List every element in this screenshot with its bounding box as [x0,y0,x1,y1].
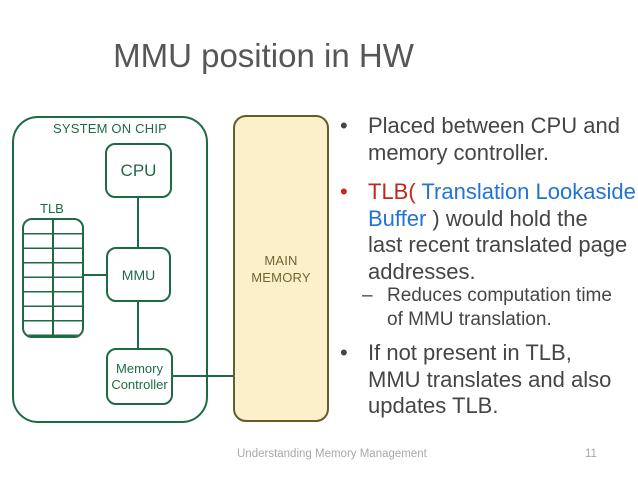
subbullet-reduces-computation: – Reduces computation time of MMU transl… [362,284,638,332]
bullet-text-line: Buffer ) would hold the [368,206,588,231]
buffer-blue-text: Buffer [368,205,433,231]
bullet-text-line: If not present in TLB, [368,340,572,365]
subbullet-text-line: of MMU translation. [387,309,552,330]
bullet-text-line: addresses. [368,258,476,284]
bullet-text-line: updates TLB. [368,393,499,418]
main-memory-box: MAIN MEMORY [233,115,329,422]
tlb-table-grid [22,218,84,338]
bullet-text-line: MMU translates and also [368,366,612,392]
soc-label: SYSTEM ON CHIP [52,121,168,136]
tlb-label: TLB [40,201,64,216]
translation-lookaside-blue-text: Translation Lookaside [415,179,636,204]
mmu-label: MMU [121,266,156,283]
main-memory-label: MAIN MEMORY [251,252,311,285]
page-number: 11 [585,448,597,460]
bullet-marker-red: • [340,179,348,204]
bullet-tlb: • TLB( Translation Lookaside Buffer ) wo… [340,179,638,285]
bullet-marker: • [340,340,348,365]
mmu-box: MMU [106,247,171,302]
memory-controller-label: Memory Controller [111,360,168,392]
soc-container-box: SYSTEM ON CHIP [12,116,208,423]
dash-marker: – [362,285,373,306]
memory-controller-box: Memory Controller [106,348,173,405]
bullet-text-line: last recent translated page [368,232,628,257]
bullet-marker: • [340,113,348,138]
tlb-red-text: TLB( [368,179,416,204]
bullet-text-line: TLB( Translation Lookaside [368,179,636,204]
footer-title: Understanding Memory Management [237,448,427,460]
memctrl-mainmemory-connector [173,375,234,377]
subbullet-text-line: Reduces computation time [387,285,612,306]
tlb-mmu-connector [84,274,107,276]
page-title: MMU position in HW [113,37,414,74]
cpu-box: CPU [105,143,172,198]
bullet-placed-between: • Placed between CPU and memory controll… [340,113,638,166]
bullet-text-line: Placed between CPU and [368,113,620,138]
would-hold-text: ) would hold the [432,205,588,231]
cpu-mmu-connector [137,198,139,248]
bullet-if-not-present: • If not present in TLB, MMU translates … [340,340,638,420]
bullet-text-line: memory controller. [368,139,549,165]
mmu-memctrl-connector [137,302,139,349]
cpu-label: CPU [120,160,157,180]
